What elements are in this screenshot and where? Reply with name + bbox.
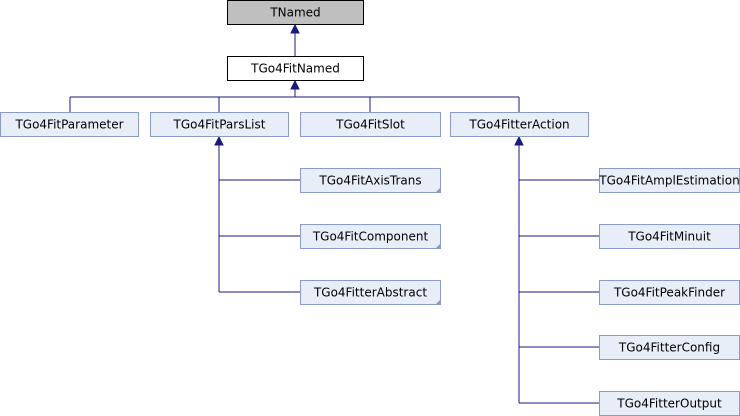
fold-corner-icon — [435, 299, 441, 305]
fold-corner-icon — [435, 187, 441, 193]
node-tgo4fitaxistrans-label: TGo4FitAxisTrans — [318, 174, 421, 188]
arrowhead-tgo4fitparslist — [214, 135, 224, 146]
edges — [69, 23, 599, 404]
node-tgo4fitminuit[interactable]: TGo4FitMinuit — [599, 224, 740, 249]
node-tgo4fitslot-label: TGo4FitSlot — [335, 118, 405, 132]
node-tgo4fitparslist[interactable]: TGo4FitParsList — [150, 112, 289, 137]
node-tgo4fitcomponent[interactable]: TGo4FitComponent — [300, 224, 441, 249]
node-tgo4fitterconfig-label: TGo4FitterConfig — [618, 341, 720, 355]
node-tgo4fitteroutput-label: TGo4FitterOutput — [616, 397, 722, 411]
node-tgo4fitnamed-label: TGo4FitNamed — [250, 62, 340, 76]
node-tgo4fitnamed[interactable]: TGo4FitNamed — [227, 56, 364, 81]
node-tgo4fitpeakfinder[interactable]: TGo4FitPeakFinder — [599, 280, 740, 305]
node-tgo4fitteraction[interactable]: TGo4FitterAction — [450, 112, 589, 137]
node-tgo4fitparameter[interactable]: TGo4FitParameter — [0, 112, 139, 137]
arrowhead-tgo4fitteraction — [514, 135, 524, 146]
node-tgo4fitcomponent-label: TGo4FitComponent — [312, 230, 429, 244]
arrowhead-tgo4fitnamed — [290, 79, 300, 90]
node-tgo4fitparameter-label: TGo4FitParameter — [14, 118, 123, 132]
node-tnamed-label: TNamed — [269, 6, 320, 20]
node-tgo4fitteroutput[interactable]: TGo4FitterOutput — [599, 391, 740, 416]
node-tgo4fitpeakfinder-label: TGo4FitPeakFinder — [613, 286, 725, 300]
node-tgo4fitamplestimation-label: TGo4FitAmplEstimation — [598, 174, 739, 188]
node-tgo4fitterabstract-label: TGo4FitterAbstract — [313, 286, 427, 300]
arrowhead-tnamed — [290, 23, 300, 34]
node-tgo4fitamplestimation[interactable]: TGo4FitAmplEstimation — [598, 168, 740, 193]
node-tgo4fitslot[interactable]: TGo4FitSlot — [300, 112, 441, 137]
node-tgo4fitparslist-label: TGo4FitParsList — [173, 118, 266, 132]
node-tgo4fitterabstract[interactable]: TGo4FitterAbstract — [300, 280, 441, 305]
fold-corner-icon — [435, 243, 441, 249]
node-tnamed[interactable]: TNamed — [227, 0, 364, 25]
node-tgo4fitminuit-label: TGo4FitMinuit — [627, 230, 711, 244]
node-tgo4fitteraction-label: TGo4FitterAction — [468, 118, 569, 132]
node-tgo4fitaxistrans[interactable]: TGo4FitAxisTrans — [300, 168, 441, 193]
node-tgo4fitterconfig[interactable]: TGo4FitterConfig — [599, 335, 740, 360]
